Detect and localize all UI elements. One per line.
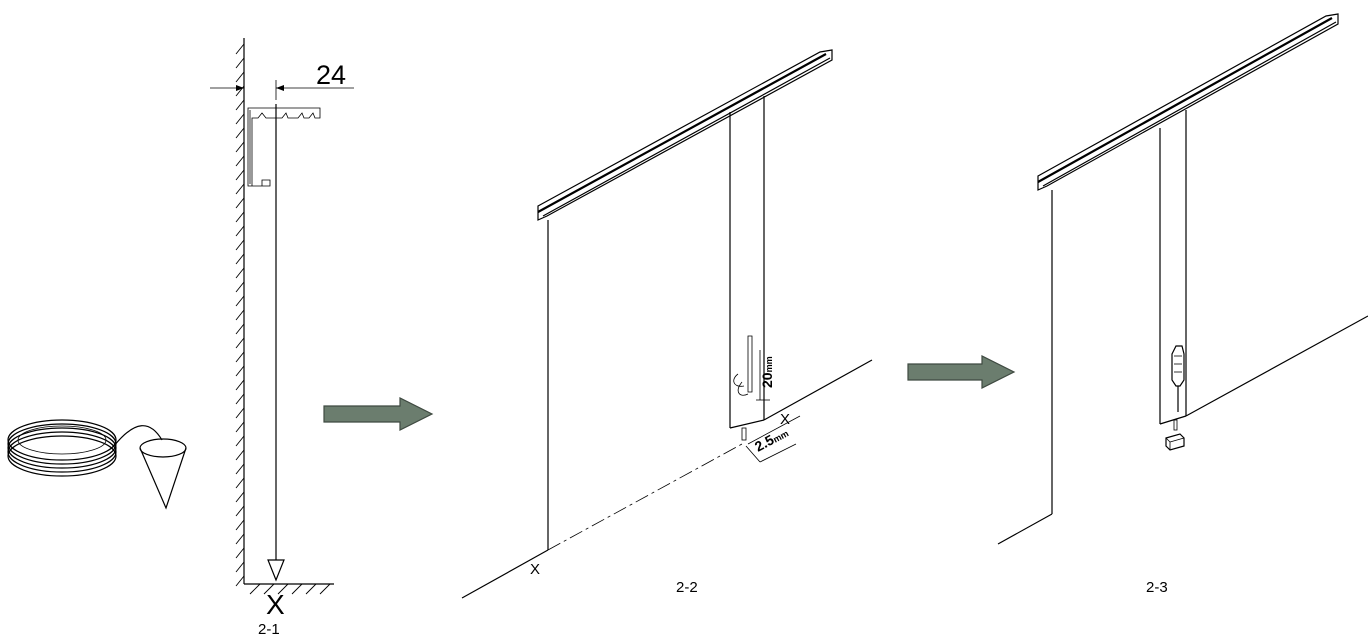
wall-hatch-line <box>235 127 245 139</box>
floor-guide <box>1165 433 1185 451</box>
floor-hatch-line <box>319 583 331 595</box>
floor-hatch-line <box>291 583 303 595</box>
plumb-arrow <box>267 559 285 582</box>
wall-hatch-line <box>235 421 245 433</box>
wall <box>235 38 334 595</box>
rail <box>1037 13 1339 191</box>
wall-hatch-line <box>235 491 245 503</box>
step-2-3: 2-3 <box>997 13 1368 596</box>
wall-hatch-line <box>235 435 245 447</box>
wall-hatch-line <box>235 183 245 195</box>
wall-hatch-line <box>235 211 245 223</box>
wall-hatch-line <box>235 43 245 55</box>
wall-hatch-line <box>235 309 245 321</box>
plumb-bob-icon <box>7 419 187 510</box>
arrow-right-icon <box>907 355 1016 389</box>
wall-hatch-line <box>235 57 245 69</box>
wall-hatch-line <box>235 155 245 167</box>
floor-hatch-line <box>277 583 289 595</box>
rail <box>537 49 833 221</box>
wall-hatch-line <box>235 281 245 293</box>
arrow-right-icon <box>323 397 434 431</box>
wall-hatch-line <box>235 295 245 307</box>
svg-text:20mm: 20mm <box>759 356 775 388</box>
wall-hatch-line <box>235 533 245 545</box>
wall-hatch-line <box>235 575 245 587</box>
wall-hatch-line <box>235 365 245 377</box>
dimension-20mm: 20mm <box>756 350 775 401</box>
screwdriver-icon <box>1171 345 1185 412</box>
pencil-icon <box>733 335 753 396</box>
wall-hatch-line <box>235 71 245 83</box>
wall-hatch-line <box>235 449 245 461</box>
panel-mark-2-2: X <box>780 411 790 428</box>
wall-hatch-line <box>235 323 245 335</box>
caption-2-3: 2-3 <box>1146 579 1168 596</box>
step-2-1: 24 X 2-1 <box>7 38 354 638</box>
floor-hatch-line <box>249 583 261 595</box>
wall-hatch-line <box>235 99 245 111</box>
wall-hatch-line <box>235 337 245 349</box>
wall-hatch-line <box>235 463 245 475</box>
wall-hatch-line <box>235 393 245 405</box>
step-2-2: X 20mm 2.5mm X 2-2 <box>461 49 873 599</box>
wall-hatch-line <box>235 561 245 573</box>
wall-hatch-line <box>235 407 245 419</box>
wall-hatch-line <box>235 505 245 517</box>
floor-hatch-line <box>305 583 317 595</box>
wall-hatch-line <box>235 547 245 559</box>
svg-text:2.5mm: 2.5mm <box>752 424 791 455</box>
wall-hatch-line <box>235 239 245 251</box>
screw-marker <box>741 427 747 441</box>
caption-2-2: 2-2 <box>676 579 698 596</box>
wall-hatch-line <box>235 267 245 279</box>
wall-hatch-line <box>235 141 245 153</box>
wall-hatch-line <box>235 379 245 391</box>
wall-hatch-line <box>235 477 245 489</box>
floor-mark: X <box>266 589 285 620</box>
wall-hatch-line <box>235 253 245 265</box>
floor-hatch-line <box>263 583 275 595</box>
wall-hatch-line <box>235 169 245 181</box>
track-profile <box>247 107 321 187</box>
wall-hatch-line <box>235 113 245 125</box>
dimension-label: 24 <box>316 60 346 90</box>
dimension-24: 24 <box>210 60 354 100</box>
caption-2-1: 2-1 <box>258 621 280 638</box>
wall-hatch-line <box>235 225 245 237</box>
wall-hatch-line <box>235 351 245 363</box>
floor-mark-2-2: X <box>530 561 540 578</box>
wall-hatch-line <box>235 519 245 531</box>
wall-hatch-line <box>235 197 245 209</box>
